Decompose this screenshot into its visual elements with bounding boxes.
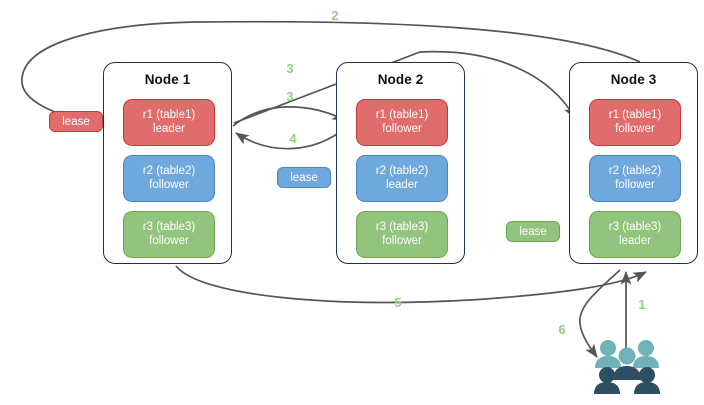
users-group-icon	[594, 340, 660, 394]
replica-role: follower	[615, 122, 655, 135]
replica-name: r3 (table3)	[142, 221, 196, 233]
step-text: 3	[286, 61, 294, 76]
node-title: Node 2	[377, 72, 424, 87]
node-title: Node 1	[144, 72, 191, 87]
replica-n2-r1[interactable]: r1 (table1) follower	[356, 99, 448, 146]
step-text: 2	[331, 8, 339, 23]
replica-name: r3 (table3)	[608, 221, 662, 233]
lease-label: lease	[290, 171, 318, 184]
step-label-5: 5	[389, 295, 407, 310]
replica-name: r2 (table2)	[375, 165, 429, 177]
replica-n3-r2[interactable]: r2 (table2) follower	[589, 155, 681, 202]
step-text: 1	[638, 297, 646, 312]
replica-role: leader	[619, 234, 651, 247]
node-box-node-3[interactable]: Node 3 r1 (table1) follower r2 (table2) …	[569, 62, 698, 264]
replica-role: follower	[615, 178, 655, 191]
replica-role: leader	[153, 122, 185, 135]
step-text: 3	[286, 89, 294, 104]
lease-table3[interactable]: lease	[506, 221, 560, 242]
lease-table2[interactable]: lease	[277, 167, 331, 188]
replica-role: follower	[149, 178, 189, 191]
replica-name: r1 (table1)	[142, 109, 196, 121]
node-box-node-2[interactable]: Node 2 r1 (table1) follower r2 (table2) …	[336, 62, 465, 264]
replica-name: r3 (table3)	[375, 221, 429, 233]
replica-name: r1 (table1)	[608, 109, 662, 121]
node-title: Node 3	[610, 72, 657, 87]
lease-table1[interactable]: lease	[49, 111, 103, 132]
replica-n1-r2[interactable]: r2 (table2) follower	[123, 155, 215, 202]
replica-n1-r3[interactable]: r3 (table3) follower	[123, 211, 215, 258]
step-text: 5	[394, 295, 402, 310]
replica-role: follower	[149, 234, 189, 247]
step-label-4: 4	[284, 131, 302, 146]
replica-role: follower	[382, 234, 422, 247]
step-text: 4	[289, 131, 297, 146]
replica-n2-r3[interactable]: r3 (table3) follower	[356, 211, 448, 258]
replica-name: r1 (table1)	[375, 109, 429, 121]
step-label-3-upper: 3	[281, 61, 299, 76]
arrow-step-3-lower	[232, 106, 346, 127]
lease-label: lease	[62, 115, 90, 128]
replica-n3-r3[interactable]: r3 (table3) leader	[589, 211, 681, 258]
step-text: 6	[558, 322, 566, 337]
step-label-6: 6	[553, 322, 571, 337]
node-box-node-1[interactable]: Node 1 r1 (table1) leader r2 (table2) fo…	[103, 62, 232, 264]
replica-n2-r2[interactable]: r2 (table2) leader	[356, 155, 448, 202]
arrow-step-5	[175, 265, 647, 304]
replica-role: follower	[382, 122, 422, 135]
replica-name: r2 (table2)	[608, 165, 662, 177]
replica-role: leader	[386, 178, 418, 191]
step-label-2: 2	[326, 8, 344, 23]
lease-label: lease	[519, 225, 547, 238]
replica-name: r2 (table2)	[142, 165, 196, 177]
replica-n1-r1[interactable]: r1 (table1) leader	[123, 99, 215, 146]
step-label-1: 1	[633, 297, 651, 312]
replica-n3-r1[interactable]: r1 (table1) follower	[589, 99, 681, 146]
step-label-3-lower: 3	[281, 89, 299, 104]
